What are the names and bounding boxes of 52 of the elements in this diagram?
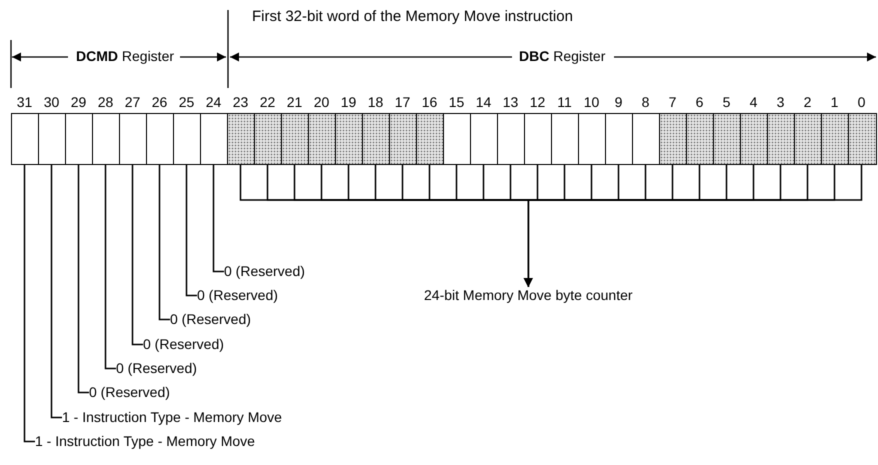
bit-number: 24 [204,94,222,110]
bit-number: 26 [150,94,168,110]
bit-number: 30 [42,94,60,110]
bit-number: 29 [70,94,88,110]
register-label: DBC Register [519,48,606,65]
bit-description: 1 - Instruction Type - Memory Move [35,433,255,450]
bit-number: 27 [124,94,142,110]
field-description: 24-bit Memory Move byte counter [424,287,633,304]
bit-number: 11 [556,94,573,110]
bit-number: 25 [178,94,196,110]
leader-line [212,165,224,272]
bit-number: 20 [312,94,330,110]
bit-number: 23 [232,94,250,110]
bit-description: 0 (Reserved) [89,384,170,401]
bit-number: 3 [776,94,786,110]
leader-line [24,165,35,442]
bit-description: 0 (Reserved) [143,336,224,353]
leader-line [132,165,143,346]
leader-line [104,165,116,370]
bit-number: 28 [96,94,114,110]
bit-number: 31 [16,94,34,110]
bit-number: 5 [722,94,732,110]
diagram-title: First 32-bit word of the Memory Move instruction [252,8,573,25]
bit-number: 19 [340,94,358,110]
bit-number: 0 [856,94,866,110]
bit-description: 0 (Reserved) [197,287,278,304]
bit-number: 22 [258,94,276,110]
bit-number: 21 [286,94,304,110]
bit-description: 1 - Instruction Type - Memory Move [62,409,282,426]
bit-number: 2 [802,94,812,110]
leader-line [186,165,197,296]
bit-description: 0 (Reserved) [170,311,251,328]
leader-line [50,165,62,418]
bit-number: 13 [502,94,520,110]
bit-number: 17 [394,94,412,110]
bit-description: 0 (Reserved) [224,263,305,280]
leader-line [78,165,89,394]
bit-number: 4 [748,94,758,110]
bit-description: 0 (Reserved) [116,360,197,377]
bit-number: 6 [694,94,704,110]
bit-number: 14 [474,94,492,110]
bit-number: 16 [420,94,438,110]
bit-number: 18 [366,94,384,110]
bit-number: 7 [668,94,678,110]
bit-number: 10 [582,94,600,110]
register-label: DCMD Register [76,48,174,65]
bit-number: 8 [640,94,650,110]
bit-number: 1 [830,94,840,110]
leader-line [158,165,170,320]
bit-number: 9 [614,94,624,110]
bit-number: 15 [448,94,466,110]
bit-number: 12 [528,94,546,110]
